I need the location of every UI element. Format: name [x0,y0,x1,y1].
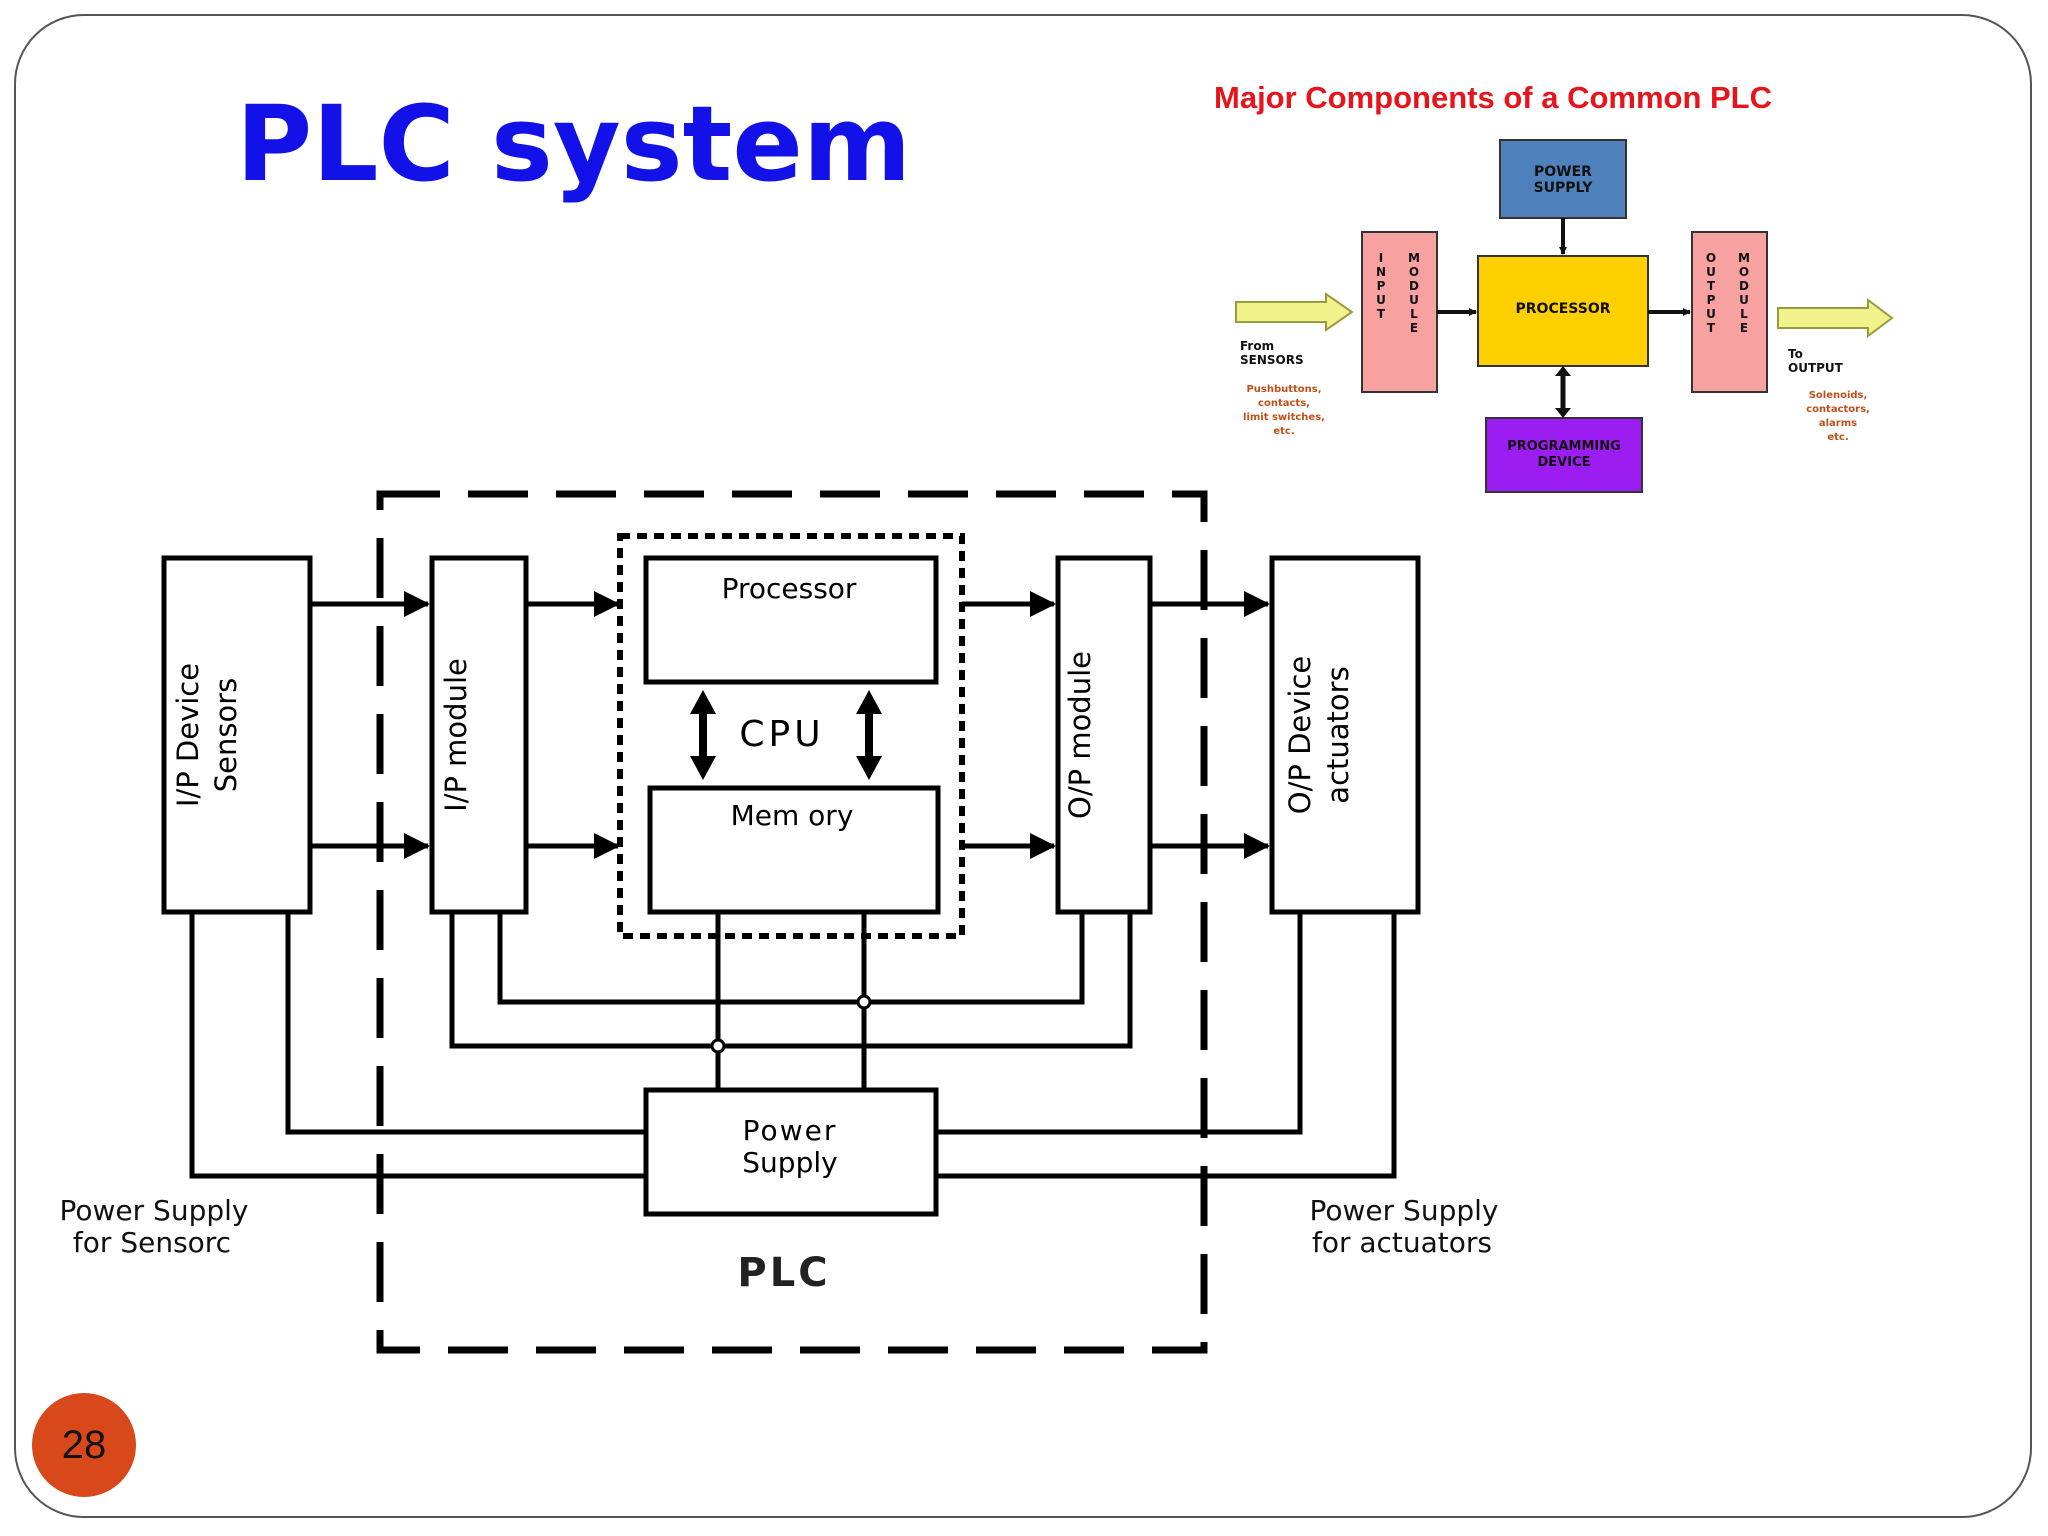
ip-module-box [429,555,529,915]
svg-text:U: U [1706,307,1716,321]
mini-arrow-from-sensors [1235,292,1354,332]
mini-arrow-processor-programming [1555,366,1571,418]
svg-text:contactors,: contactors, [1806,404,1870,415]
op-module-box [1055,555,1153,915]
mini-power-supply-label-1: POWER [1534,164,1592,180]
mini-from-label-2: SENSORS [1240,353,1304,367]
svg-text:M: M [1738,251,1750,265]
power-supply-label-1: Power [743,1114,838,1147]
svg-text:I: I [1379,251,1383,265]
mini-arrow-to-output [1777,298,1894,338]
svg-text:U: U [1376,293,1386,307]
mini-power-supply-box [1499,139,1627,219]
cpu-label: CPU [739,714,824,755]
mini-input-module-box [1361,231,1438,393]
svg-text:limit switches,: limit switches, [1243,412,1325,423]
processor-memory-arrows [690,690,882,780]
mini-programming-device-box [1485,417,1643,493]
mini-processor-box [1477,255,1649,367]
page-number-badge: 28 [32,1393,136,1497]
svg-text:O: O [1739,265,1749,279]
svg-text:U: U [1409,293,1419,307]
processor-label: Processor [722,572,857,605]
svg-text:L: L [1740,307,1748,321]
junction-dot-2 [856,994,872,1010]
memory-label: Mem ory [731,799,854,832]
svg-text:O/P Device: O/P Device [1283,656,1317,814]
slide-title: PLC system [236,83,912,205]
svg-text:T: T [1707,321,1716,335]
svg-text:etc.: etc. [1273,426,1294,437]
op-device-box [1269,555,1421,915]
svg-text:P: P [1707,293,1716,307]
svg-text:Solenoids,: Solenoids, [1809,390,1868,401]
mini-programming-device-label-1: PROGRAMMING [1507,439,1621,454]
svg-text:D: D [1409,279,1419,293]
mini-programming-device-label-2: DEVICE [1538,455,1591,470]
mini-to-label-2: OUTPUT [1788,361,1844,375]
mini-output-module-box [1691,231,1768,393]
svg-text:alarms: alarms [1819,418,1857,429]
processor-box [643,555,939,685]
svg-text:T: T [1377,307,1386,321]
svg-text:contacts,: contacts, [1258,398,1310,409]
svg-text:O: O [1409,265,1419,279]
svg-text:E: E [1410,321,1418,335]
ip-module-label: I/P module [439,658,473,812]
memory-box [647,785,941,915]
plc-label: PLC [737,1250,830,1296]
signal-arrows [310,591,1270,859]
ps-sensors-label-2: for Sensorc [73,1226,231,1259]
mini-sensor-examples: Pushbuttons, contacts, limit switches, e… [1243,384,1325,437]
power-supply-box [643,1087,939,1217]
svg-text:U: U [1706,265,1716,279]
ps-sensors-label-1: Power Supply [60,1194,249,1227]
svg-text:E: E [1740,321,1748,335]
mini-to-label-1: To [1788,347,1803,361]
mini-from-label-1: From [1240,339,1274,353]
ps-actuators-label-2: for actuators [1312,1226,1492,1259]
svg-text:actuators: actuators [1321,666,1355,803]
ip-device-box [161,555,313,915]
mini-processor-label: PROCESSOR [1516,301,1611,317]
plc-boundary [376,490,1208,1354]
power-supply-label-2: Supply [742,1146,837,1179]
svg-text:M: M [1408,251,1420,265]
svg-text:Pushbuttons,: Pushbuttons, [1246,384,1321,395]
svg-text:U: U [1739,293,1749,307]
svg-text:T: T [1707,279,1716,293]
svg-text:I/P Device: I/P Device [171,663,205,807]
svg-text:Sensors: Sensors [209,678,243,793]
svg-text:N: N [1376,265,1386,279]
svg-text:P: P [1377,279,1386,293]
ps-actuators-label-1: Power Supply [1310,1194,1499,1227]
cpu-boundary [617,533,965,939]
mini-output-examples: Solenoids, contactors, alarms etc. [1806,390,1870,443]
ip-device-label: I/P Device Sensors [171,663,243,807]
svg-text:L: L [1410,307,1418,321]
mini-power-supply-label-2: SUPPLY [1534,180,1594,196]
power-distribution-lines [189,912,1397,1179]
svg-text:O: O [1706,251,1716,265]
mini-diagram-title: Major Components of a Common PLC [1214,80,1772,115]
op-module-label: O/P module [1063,651,1097,819]
junction-dot-1 [710,1038,726,1054]
op-device-label: O/P Device actuators [1283,656,1355,814]
svg-text:etc.: etc. [1827,432,1848,443]
svg-text:D: D [1739,279,1749,293]
